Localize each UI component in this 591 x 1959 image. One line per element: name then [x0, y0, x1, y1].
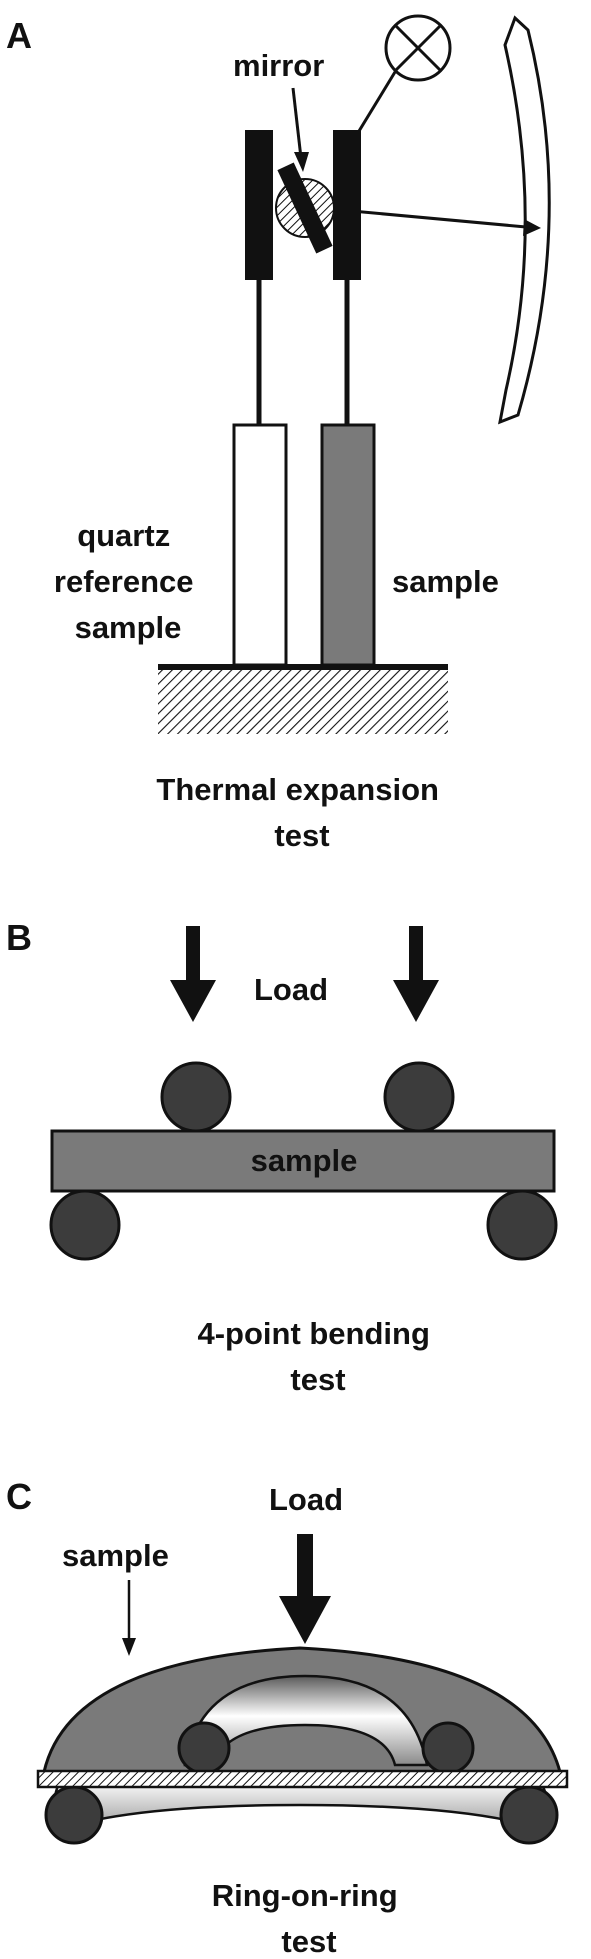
lower-roller-left	[49, 1189, 121, 1261]
load-arrow-left	[170, 926, 216, 1022]
ring-load-label: Load	[269, 1482, 343, 1517]
panel-c-letter: C	[6, 1476, 32, 1517]
ring-sample-pointer-head	[122, 1638, 136, 1656]
upper-roller-left	[160, 1061, 232, 1133]
panel-b-letter: B	[6, 917, 32, 958]
curved-screen	[498, 15, 551, 425]
reflected-light-line	[329, 207, 527, 229]
panel-a-thermal-expansion: A mirror	[6, 14, 551, 853]
mirror-pointer-head	[294, 152, 309, 172]
upper-roller-right	[383, 1061, 455, 1133]
base-plate-line	[158, 664, 448, 670]
lower-ring-roller-left	[44, 1785, 104, 1845]
left-clamp-bar	[245, 130, 273, 280]
bending-sample-beam	[50, 1129, 556, 1193]
mirror-label: mirror	[233, 48, 324, 83]
ring-sample-label: sample	[62, 1538, 169, 1573]
panel-c-caption: Ring-on-ring test	[212, 1878, 407, 1959]
upper-ring-roller-left	[177, 1721, 231, 1775]
ring-load-arrow	[279, 1534, 331, 1644]
panel-b-four-point-bending: B Load sample 4-point bending test	[6, 917, 558, 1397]
panel-b-caption: 4-point bending test	[197, 1316, 438, 1397]
mirror-pointer	[291, 87, 303, 159]
load-label: Load	[254, 972, 328, 1007]
right-clamp-bar	[333, 130, 361, 280]
panel-c-ring-on-ring: C Load sample Ring-on-ring test	[6, 1476, 569, 1959]
sample-label: sample	[392, 564, 499, 599]
reflected-arrow-head	[523, 219, 541, 236]
quartz-reference-sample	[232, 423, 288, 667]
load-arrow-right	[393, 926, 439, 1022]
light-source-icon	[384, 14, 452, 82]
upper-ring-roller-right	[421, 1721, 475, 1775]
hatched-plate	[36, 1769, 569, 1789]
hatched-base	[158, 670, 448, 734]
lower-roller-right	[486, 1189, 558, 1261]
panel-a-letter: A	[6, 15, 32, 56]
panel-a-caption: Thermal expansion test	[156, 772, 447, 853]
mirror	[277, 162, 333, 254]
bending-sample-label: sample	[251, 1143, 358, 1178]
lower-ring-roller-right	[499, 1785, 559, 1845]
reference-label: quartz reference sample	[54, 518, 202, 645]
incident-light-line	[354, 71, 397, 137]
test-sample-bar	[320, 423, 376, 667]
